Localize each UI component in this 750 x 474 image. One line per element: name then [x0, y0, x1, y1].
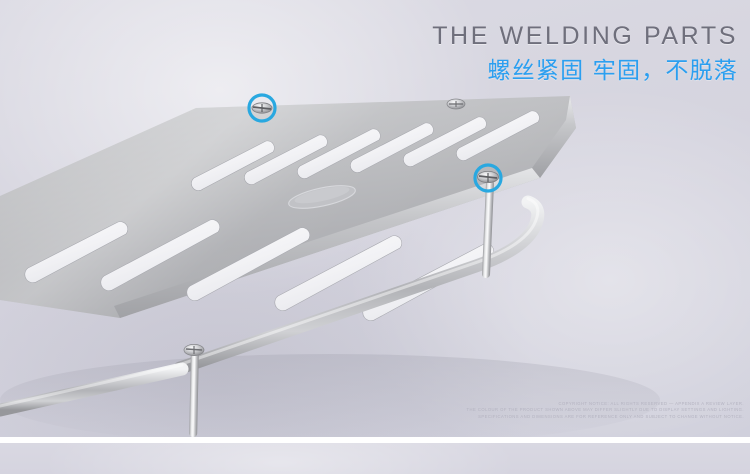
shelf-plate — [0, 96, 576, 321]
shelf-slots — [24, 110, 540, 321]
highlight-circle-screw-post-right — [473, 163, 503, 193]
towel-rail-front — [0, 195, 545, 417]
screw-post-left — [183, 344, 205, 356]
product-shadow — [0, 354, 660, 437]
screw-shelf-top — [251, 102, 273, 114]
next-panel-light-bloom — [40, 443, 520, 474]
highlight-circle-screw-shelf-top — [247, 93, 277, 123]
screw-post-right — [477, 170, 499, 183]
next-panel-sliver — [0, 443, 750, 474]
screw-shelf-rear — [446, 98, 466, 110]
main-product-panel: THE WELDING PARTS 螺丝紧固 牢固，不脱落 COPYRIGHT … — [0, 0, 750, 437]
panel-separator — [0, 437, 750, 443]
embossed-logo-recess — [288, 185, 356, 209]
product-photo — [0, 93, 660, 437]
support-post-left — [189, 352, 199, 437]
